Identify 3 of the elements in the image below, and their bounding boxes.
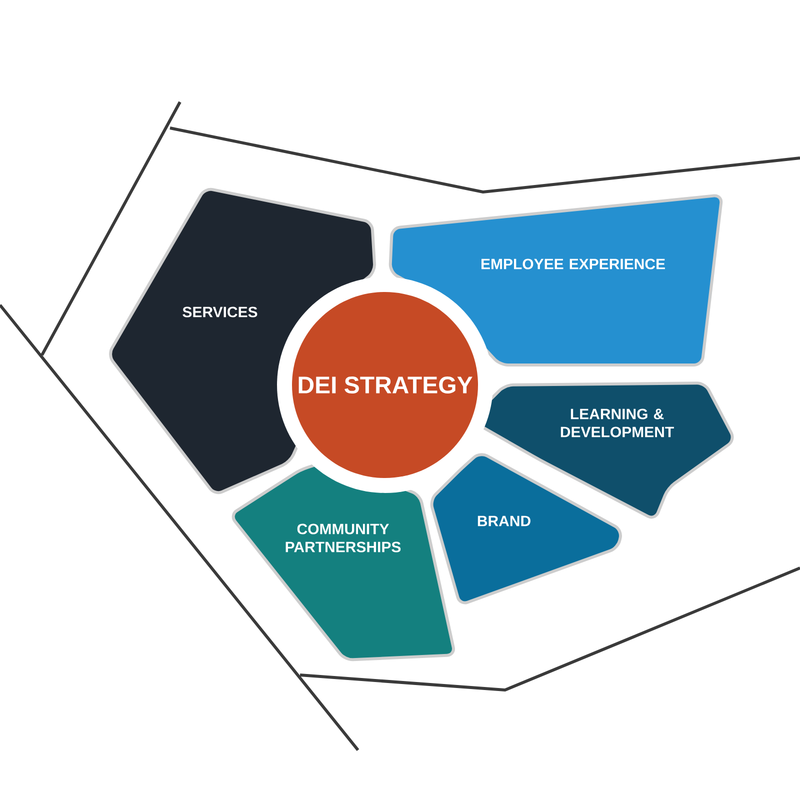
segment-panel: BRAND <box>430 453 622 604</box>
segment-panel: COMMUNITY PARTNERSHIPS <box>232 460 455 662</box>
segment-panel: EMPLOYEE EXPERIENCE <box>388 194 723 366</box>
